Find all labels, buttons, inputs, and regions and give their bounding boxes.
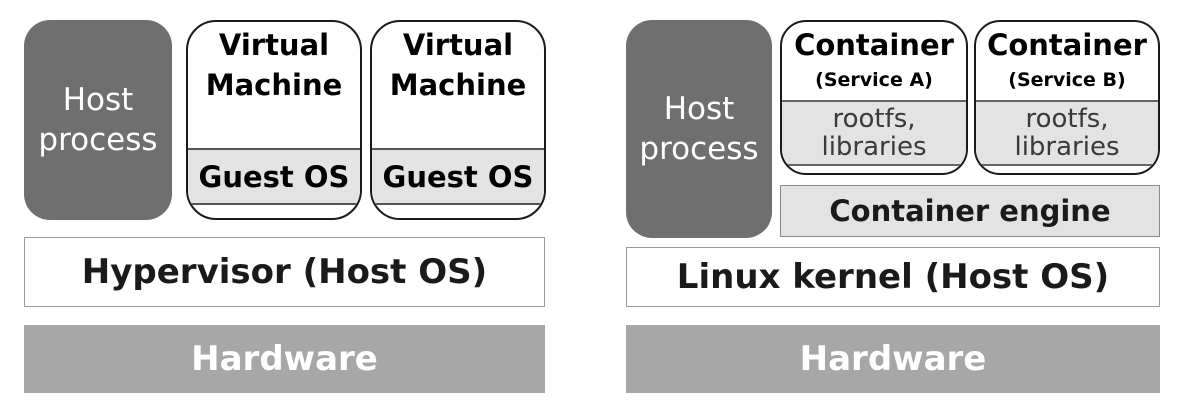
linux-kernel-label: Linux kernel (Host OS): [676, 257, 1110, 297]
left-hardware-layer: Hardware: [24, 325, 545, 393]
container-b-title: Container: [987, 28, 1147, 62]
left-host-process-label: Host process: [38, 82, 158, 158]
right-hardware-layer: Hardware: [626, 325, 1160, 393]
left-host-process-box: Host process: [24, 20, 172, 220]
container-engine-label: Container engine: [829, 194, 1111, 228]
vm-2-guest-os: Guest OS: [372, 148, 544, 205]
virtual-machine-2: Virtual Machine Guest OS: [370, 20, 546, 220]
container-b-service: (Service B): [1008, 69, 1126, 91]
vm-2-title: Virtual Machine: [389, 28, 527, 102]
virtual-machine-1: Virtual Machine Guest OS: [186, 20, 362, 220]
right-hardware-label: Hardware: [799, 339, 987, 379]
container-a-service: (Service A): [815, 69, 933, 91]
hypervisor-label: Hypervisor (Host OS): [81, 252, 488, 292]
vm-1-guest-os: Guest OS: [188, 148, 360, 205]
vm-1-title: Virtual Machine: [205, 28, 343, 102]
linux-kernel-layer: Linux kernel (Host OS): [626, 247, 1160, 307]
container-a-rootfs: rootfs, libraries: [782, 100, 966, 166]
hypervisor-layer: Hypervisor (Host OS): [24, 237, 545, 307]
left-hardware-label: Hardware: [191, 339, 378, 379]
container-engine-layer: Container engine: [780, 185, 1160, 237]
container-service-a: Container (Service A) rootfs, libraries: [780, 20, 968, 175]
container-a-title: Container: [794, 28, 954, 62]
right-host-process-box: Host process: [626, 20, 772, 238]
right-host-process-label: Host process: [639, 91, 759, 167]
container-b-rootfs: rootfs, libraries: [976, 100, 1158, 166]
container-service-b: Container (Service B) rootfs, libraries: [974, 20, 1160, 175]
